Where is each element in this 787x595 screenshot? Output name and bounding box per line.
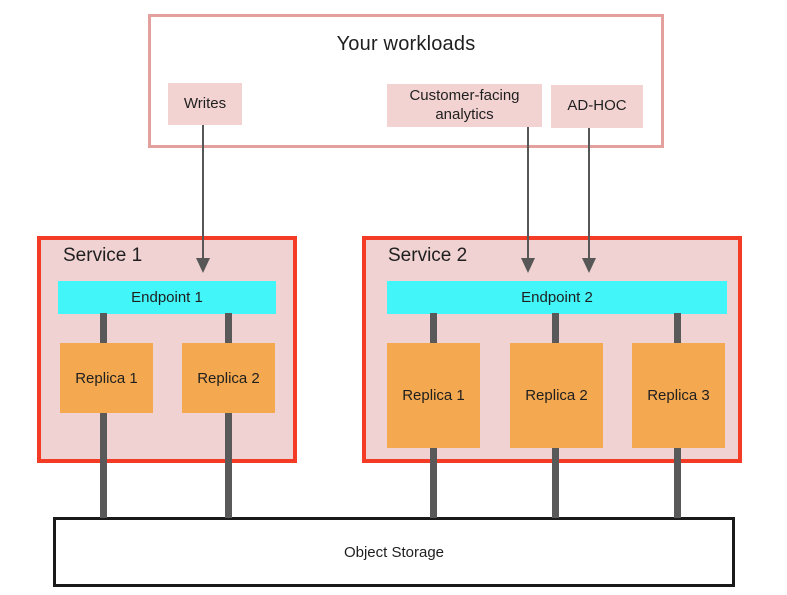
workload-item-writes: Writes: [168, 83, 242, 125]
object-storage-box: Object Storage: [53, 517, 735, 587]
connector-s2-replica3-storage: [674, 448, 681, 518]
arrow-analytics-to-endpoint2-line: [527, 127, 529, 259]
service-1-title: Service 1: [63, 245, 143, 266]
workload-item-ad-hoc: AD-HOC: [551, 85, 643, 128]
arrow-down-icon: [582, 258, 596, 273]
connector-s2-replica2-storage: [552, 448, 559, 518]
workload-item-customer-facing-analytics: Customer-facing analytics: [387, 84, 542, 127]
service-1-endpoint: Endpoint 1: [58, 281, 276, 314]
service-1-replica-2: Replica 2: [182, 343, 275, 413]
connector-endpoint1-replica1: [100, 313, 107, 343]
arrow-writes-to-endpoint1-line: [202, 125, 204, 259]
arrow-down-icon: [521, 258, 535, 273]
service-2-title: Service 2: [388, 245, 468, 266]
connector-endpoint2-replica2: [552, 313, 559, 343]
service-2-replica-3: Replica 3: [632, 343, 725, 448]
connector-endpoint2-replica3: [674, 313, 681, 343]
arrow-adhoc-to-endpoint2-line: [588, 128, 590, 259]
connector-s1-replica2-storage: [225, 413, 232, 518]
arrow-down-icon: [196, 258, 210, 273]
connector-endpoint2-replica1: [430, 313, 437, 343]
connector-s1-replica1-storage: [100, 413, 107, 518]
connector-endpoint1-replica2: [225, 313, 232, 343]
service-2-replica-1: Replica 1: [387, 343, 480, 448]
service-2-replica-2: Replica 2: [510, 343, 603, 448]
connector-s2-replica1-storage: [430, 448, 437, 518]
service-2-endpoint: Endpoint 2: [387, 281, 727, 314]
workloads-title: Your workloads: [336, 33, 476, 55]
service-1-replica-1: Replica 1: [60, 343, 153, 413]
